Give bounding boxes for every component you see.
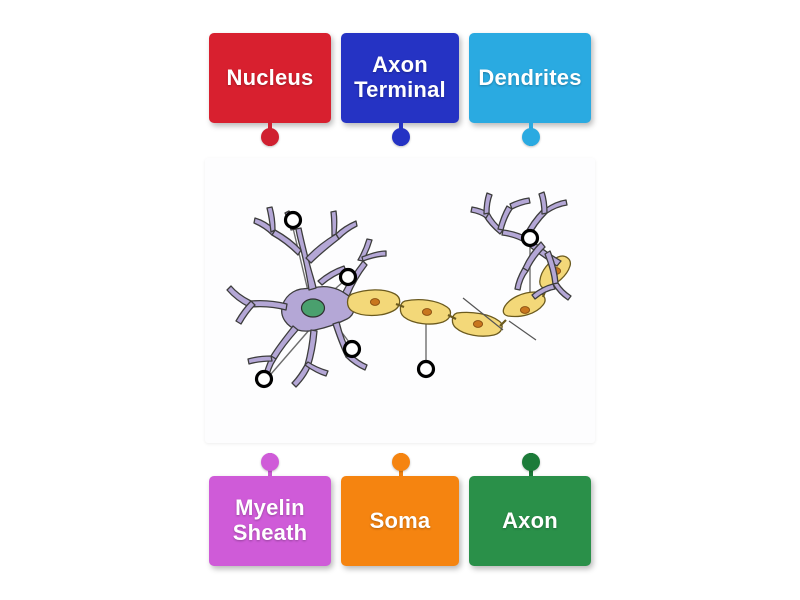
label-tile-axon-terminal[interactable]: Axon Terminal bbox=[341, 33, 459, 123]
label-tile-soma[interactable]: Soma bbox=[341, 476, 459, 566]
label-tile-dendrites-text: Dendrites bbox=[478, 64, 582, 90]
pin-soma-knob[interactable] bbox=[392, 453, 410, 471]
label-line-1: Axon bbox=[372, 52, 428, 78]
pin-axon-terminal-knob[interactable] bbox=[392, 128, 410, 146]
soma-nucleus bbox=[300, 298, 326, 318]
pin-myelin-sheath-knob[interactable] bbox=[261, 453, 279, 471]
neuron-diagram-card bbox=[205, 158, 595, 443]
pin-axon-terminal-stem bbox=[399, 120, 403, 146]
label-tile-axon[interactable]: Axon bbox=[469, 476, 591, 566]
axon-pointer-strokes bbox=[462, 297, 537, 341]
label-tile-nucleus-text: Nucleus bbox=[226, 64, 314, 90]
label-tile-dendrites[interactable]: Dendrites bbox=[469, 33, 591, 123]
marker-rings bbox=[254, 210, 540, 389]
label-tile-axon-text: Axon bbox=[502, 507, 558, 533]
pin-dendrites bbox=[522, 120, 540, 146]
pin-axon-terminal bbox=[392, 120, 410, 146]
pin-dendrites-stem bbox=[529, 120, 533, 146]
label-line-2: Terminal bbox=[354, 77, 446, 102]
drop-marker-1[interactable] bbox=[283, 210, 303, 230]
pin-dendrites-knob[interactable] bbox=[522, 128, 540, 146]
label-tile-myelin-sheath[interactable]: Myelin Sheath bbox=[209, 476, 331, 566]
pin-nucleus-knob[interactable] bbox=[261, 128, 279, 146]
label-line-2: Sheath bbox=[232, 520, 308, 545]
drop-marker-2[interactable] bbox=[338, 267, 358, 287]
axon-terminal-branches bbox=[470, 191, 572, 301]
pin-nucleus-stem bbox=[268, 120, 272, 146]
label-tile-myelin-sheath-text: Myelin Sheath bbox=[233, 496, 308, 545]
drop-marker-6[interactable] bbox=[520, 228, 540, 248]
label-tile-axon-terminal-text: Axon Terminal bbox=[354, 53, 446, 102]
label-tile-soma-text: Soma bbox=[369, 507, 431, 533]
label-line-1: Myelin bbox=[235, 495, 305, 521]
drop-marker-5[interactable] bbox=[416, 359, 436, 379]
neuron-diagram-image bbox=[226, 191, 572, 389]
pin-nucleus bbox=[261, 120, 279, 146]
drop-marker-4[interactable] bbox=[254, 369, 274, 389]
pin-axon-knob[interactable] bbox=[522, 453, 540, 471]
drop-marker-3[interactable] bbox=[342, 339, 362, 359]
label-tile-nucleus[interactable]: Nucleus bbox=[209, 33, 331, 123]
